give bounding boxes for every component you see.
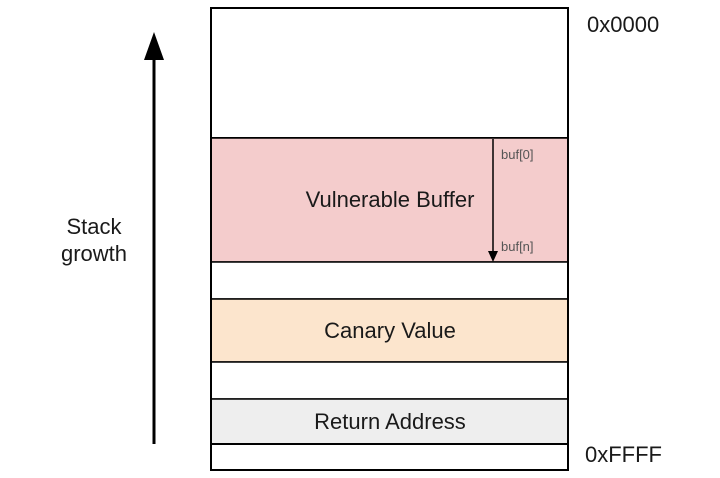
stack-growth-label-line1: Stack bbox=[66, 214, 122, 239]
buffer-write-arrowhead bbox=[488, 251, 498, 262]
vulnerable-buffer-label: Vulnerable Buffer bbox=[306, 187, 475, 212]
buffer-end-index-label: buf[n] bbox=[501, 239, 534, 254]
stack-growth-label-line2: growth bbox=[61, 241, 127, 266]
return-address-label: Return Address bbox=[314, 409, 466, 434]
stack-growth-arrowhead bbox=[144, 32, 164, 60]
bottom-stack-region bbox=[210, 443, 569, 471]
top-address-label: 0x0000 bbox=[587, 12, 659, 37]
buffer-write-arrow bbox=[488, 139, 498, 262]
gap-region-2 bbox=[210, 361, 569, 400]
canary-region bbox=[210, 298, 569, 363]
return-address-region bbox=[210, 398, 569, 445]
stack-growth-arrow bbox=[144, 32, 164, 444]
bottom-address-label: 0xFFFF bbox=[585, 442, 662, 467]
buffer-start-index-label: buf[0] bbox=[501, 147, 534, 162]
unused-stack-region bbox=[210, 7, 569, 139]
canary-label: Canary Value bbox=[324, 318, 456, 343]
gap-region-1 bbox=[210, 261, 569, 300]
stack-frame-outline bbox=[210, 7, 569, 471]
